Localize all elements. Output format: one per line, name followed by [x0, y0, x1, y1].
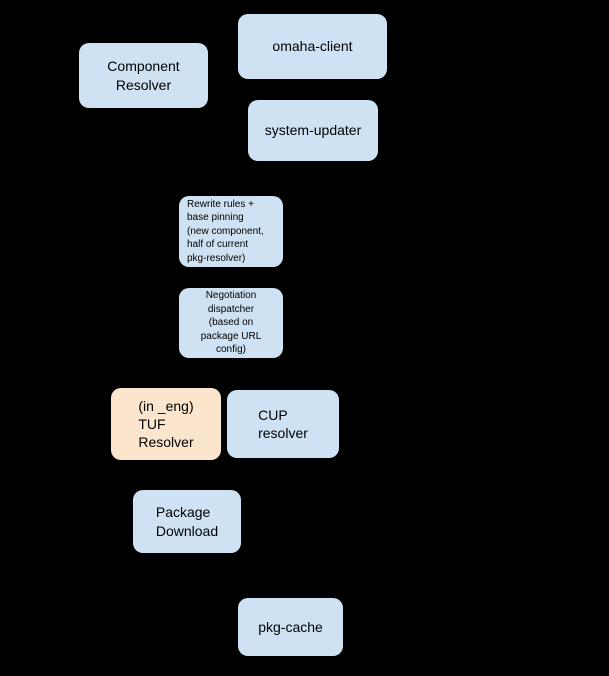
- node-cup-resolver: CUP resolver: [227, 390, 339, 458]
- node-omaha-client: omaha-client: [238, 14, 387, 79]
- node-pkg-cache: pkg-cache: [238, 598, 343, 656]
- node-package-download: Package Download: [133, 490, 241, 553]
- node-negotiation-dispatcher: Negotiation dispatcher (based on package…: [179, 288, 283, 358]
- node-rewrite-rules: Rewrite rules + base pinning (new compon…: [179, 196, 283, 267]
- node-tuf-resolver: (in _eng) TUF Resolver: [111, 388, 221, 460]
- node-component-resolver: Component Resolver: [79, 43, 208, 108]
- node-system-updater: system-updater: [248, 100, 378, 161]
